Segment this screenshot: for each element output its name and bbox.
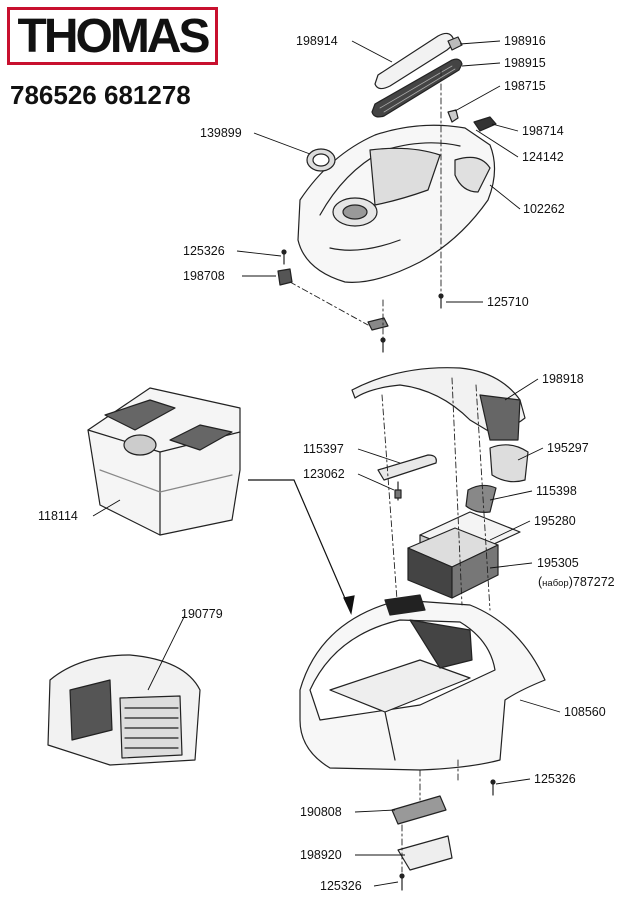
part-label: 102262 <box>523 202 565 216</box>
part-label: 124142 <box>522 150 564 164</box>
part-115398 <box>465 484 497 513</box>
handle-grille-198915 <box>371 58 463 118</box>
button-198714 <box>473 116 497 132</box>
kit-note-close: ) <box>568 575 573 589</box>
part-label: 118114 <box>38 509 78 523</box>
round-part-139899 <box>306 148 336 172</box>
part-label: 195280 <box>534 514 576 528</box>
part-label: 125710 <box>487 295 529 309</box>
side-part-195297 <box>489 444 529 483</box>
assembly-arrow <box>248 479 355 615</box>
main-body-108560 <box>299 594 546 771</box>
part-label: 198715 <box>504 79 546 93</box>
housing-view-190779 <box>47 654 201 766</box>
screw-125710 <box>438 293 444 309</box>
pin-123062 <box>394 481 402 501</box>
lid-shell-102262 <box>297 124 496 283</box>
brand-name: THOMAS <box>17 10 211 63</box>
kit-note-open: ( <box>538 575 543 589</box>
water-box-118114 <box>87 387 241 536</box>
kit-note-word: набор <box>542 578 569 589</box>
part-label: 198916 <box>504 34 546 48</box>
part-label: 195305 <box>537 556 579 570</box>
screw-125326-top <box>281 249 287 265</box>
bracket-198920 <box>397 835 453 871</box>
part-label: 198915 <box>504 56 546 70</box>
part-label: 139899 <box>200 126 242 140</box>
part-label: 125326 <box>320 879 362 893</box>
screw-125326-bottom <box>399 873 405 891</box>
clip-198708 <box>277 268 293 286</box>
part-label: 190779 <box>181 607 223 621</box>
kit-note: (набор)787272 <box>538 573 615 591</box>
model-codes: 786526 681278 <box>10 80 191 110</box>
part-label: 198918 <box>542 372 584 386</box>
part-label: 198714 <box>522 124 564 138</box>
part-label: 198920 <box>300 848 342 862</box>
part-190808 <box>391 795 447 825</box>
part-label: 108560 <box>564 705 606 719</box>
part-label: 198914 <box>296 34 338 48</box>
latch-198715 <box>447 109 459 123</box>
part-label: 115397 <box>303 442 344 456</box>
brand-logo: THOMAS <box>7 7 218 65</box>
part-label: 198708 <box>183 269 225 283</box>
screw-bottom-lid <box>380 337 386 353</box>
part-label: 115398 <box>536 484 577 498</box>
kit-note-number: 787272 <box>572 575 615 589</box>
part-label: 123062 <box>303 467 345 481</box>
part-115397 <box>377 454 437 481</box>
part-label: 125326 <box>534 772 576 786</box>
part-label: 190808 <box>300 805 342 819</box>
part-label: 125326 <box>183 244 225 258</box>
part-label: 195297 <box>547 441 589 455</box>
handle-cap-198916 <box>447 36 463 51</box>
screw-125326-body <box>490 779 496 796</box>
hinge-piece <box>367 317 389 331</box>
upper-cover-198918 <box>351 367 526 441</box>
